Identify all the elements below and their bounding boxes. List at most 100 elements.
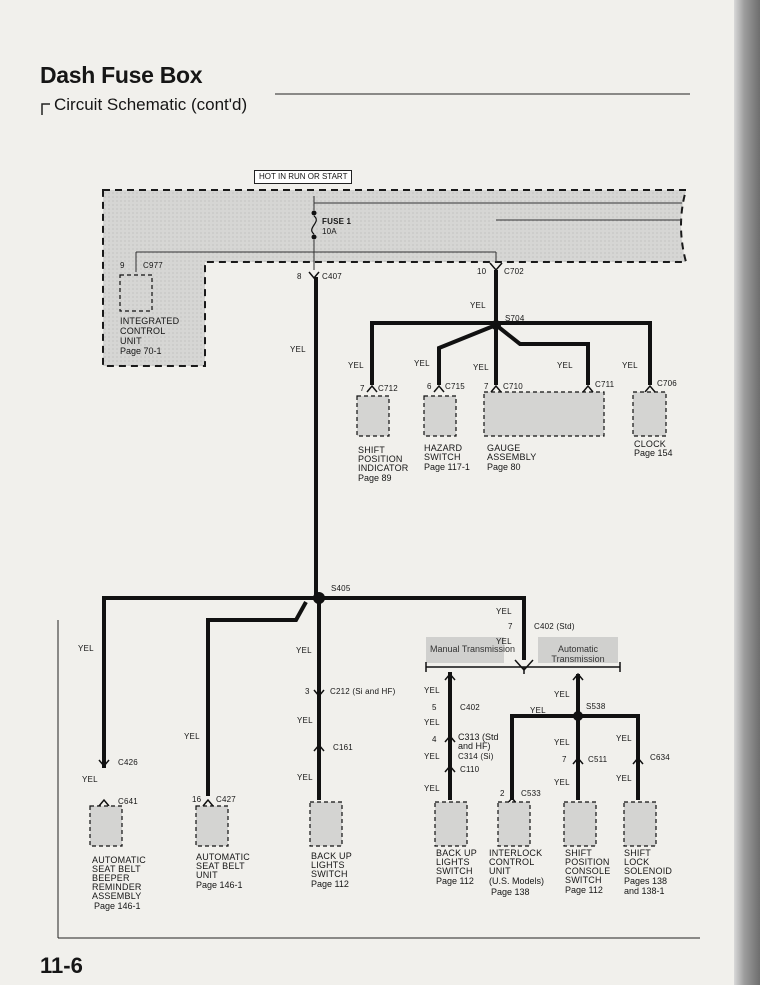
- icu-page: Page 70-1: [120, 346, 162, 356]
- seatbelt-unit-name-3: UNIT: [196, 870, 218, 880]
- shift-indicator-name-3: INDICATOR: [358, 463, 409, 473]
- wire-yel-clock: YEL: [622, 361, 638, 370]
- backup-page: Page 112: [311, 879, 349, 889]
- hot-in-run-label: HOT IN RUN OR START: [254, 170, 353, 184]
- c533-label: C533: [521, 789, 541, 798]
- backup-name-2: LIGHTS: [311, 860, 345, 870]
- c407-label: C407: [322, 272, 342, 281]
- gauge-page: Page 80: [487, 462, 521, 472]
- wire-yel-s704: YEL: [470, 301, 486, 310]
- wire-yel-mt1: YEL: [424, 686, 440, 695]
- wire-yel-seatbelt: YEL: [184, 732, 200, 741]
- c977-pin: 9: [120, 261, 125, 270]
- gauge-name-1: GAUGE: [487, 443, 521, 453]
- shift-console-box: [563, 801, 597, 847]
- s405-label: S405: [331, 584, 351, 593]
- hazard-box: [423, 395, 457, 437]
- backup-box: [309, 801, 343, 847]
- interlock-name-2: CONTROL: [489, 857, 535, 867]
- c710-pin: 7: [484, 382, 489, 391]
- c711-label: C711: [595, 380, 615, 389]
- wire-yel-center: YEL: [296, 646, 312, 655]
- wire-yel-main: YEL: [290, 345, 306, 354]
- icu-box: [119, 274, 153, 312]
- c427-pin: 16: [192, 795, 202, 804]
- fuse-terminal-top: [311, 210, 317, 216]
- beeper-name-3: BEEPER: [92, 873, 130, 883]
- c702-label: C702: [504, 267, 524, 276]
- beeper-name-2: SEAT BELT: [92, 864, 141, 874]
- backup-mt-page: Page 112: [436, 876, 474, 886]
- c715-pin: 6: [427, 382, 432, 391]
- c641-label: C641: [118, 797, 138, 806]
- wire-yel-mt3: YEL: [424, 752, 440, 761]
- wire-yel-at6: YEL: [616, 774, 632, 783]
- interlock-note: (U.S. Models): [489, 876, 545, 886]
- wire-seatbelt-unit: [206, 601, 308, 796]
- seatbelt-unit-name-1: AUTOMATIC: [196, 852, 250, 862]
- c313-label: C313 (Std and HF): [458, 732, 499, 751]
- c977-label: C977: [143, 261, 163, 270]
- solenoid-name-1: SHIFT: [624, 848, 651, 858]
- icu-name-3: UNIT: [120, 336, 142, 346]
- c427-label: C427: [216, 795, 236, 804]
- c715-label: C715: [445, 382, 465, 391]
- c402b-pin: 5: [432, 703, 437, 712]
- shift-console-page: Page 112: [565, 885, 603, 895]
- solenoid-page-2: and 138-1: [624, 886, 665, 896]
- wire-yel-mt4: YEL: [424, 784, 440, 793]
- shift-console-name-2: POSITION: [565, 857, 610, 867]
- backup-mt-name-3: SWITCH: [436, 866, 473, 876]
- fuse-box-shading: [103, 190, 686, 366]
- wire-yel-at1: YEL: [554, 690, 570, 699]
- backup-name-3: SWITCH: [311, 869, 348, 879]
- c706-label: C706: [657, 379, 677, 388]
- wire-yel-at2: YEL: [530, 706, 546, 715]
- beeper-name-1: AUTOMATIC: [92, 855, 146, 865]
- backup-mt-box: [434, 801, 468, 847]
- icu-name-1: INTEGRATED: [120, 316, 180, 326]
- wire-yel-c402: YEL: [496, 607, 512, 616]
- fuse-terminal-bottom: [311, 234, 317, 240]
- c426-label: C426: [118, 758, 138, 767]
- solenoid-box: [623, 801, 657, 847]
- backup-mt-name-2: LIGHTS: [436, 857, 470, 867]
- beeper-name-4: REMINDER: [92, 882, 142, 892]
- c511-label: C511: [588, 755, 608, 764]
- backup-name-1: BACK UP: [311, 851, 352, 861]
- beeper-box: [89, 805, 123, 847]
- hazard-page: Page 117-1: [424, 462, 470, 472]
- interlock-name-1: INTERLOCK: [489, 848, 543, 858]
- gauge-box: [483, 391, 605, 437]
- page-number: 11-6: [40, 953, 83, 978]
- seatbelt-unit-box: [195, 805, 229, 847]
- c702-pin: 10: [477, 267, 487, 276]
- interlock-box: [497, 801, 531, 847]
- hazard-name-1: HAZARD: [424, 443, 463, 453]
- wire-yel-mt2: YEL: [424, 718, 440, 727]
- clock-page: Page 154: [634, 448, 673, 458]
- hazard-name-2: SWITCH: [424, 452, 461, 462]
- shift-console-name-3: CONSOLE: [565, 866, 611, 876]
- c702-arrow: [489, 262, 503, 272]
- c212-pin: 3: [305, 687, 310, 696]
- interlock-page: Page 138: [491, 887, 530, 897]
- s538-label: S538: [586, 702, 606, 711]
- interlock-name-3: UNIT: [489, 866, 511, 876]
- c712-pin: 7: [360, 384, 365, 393]
- manual-tab: [426, 637, 504, 663]
- c402b-label: C402: [460, 703, 480, 712]
- c712-label: C712: [378, 384, 398, 393]
- gauge-name-2: ASSEMBLY: [487, 452, 537, 462]
- c533-pin: 2: [500, 789, 505, 798]
- shift-console-name-1: SHIFT: [565, 848, 592, 858]
- shift-indicator-name-2: POSITION: [358, 454, 403, 464]
- shift-indicator-page: Page 89: [358, 473, 392, 483]
- c110-label: C110: [460, 765, 480, 774]
- solenoid-name-2: LOCK: [624, 857, 650, 867]
- automatic-tab: [538, 637, 618, 663]
- beeper-page: Page 146-1: [94, 901, 141, 911]
- beeper-name-5: ASSEMBLY: [92, 891, 142, 901]
- wire-yel-at4: YEL: [616, 734, 632, 743]
